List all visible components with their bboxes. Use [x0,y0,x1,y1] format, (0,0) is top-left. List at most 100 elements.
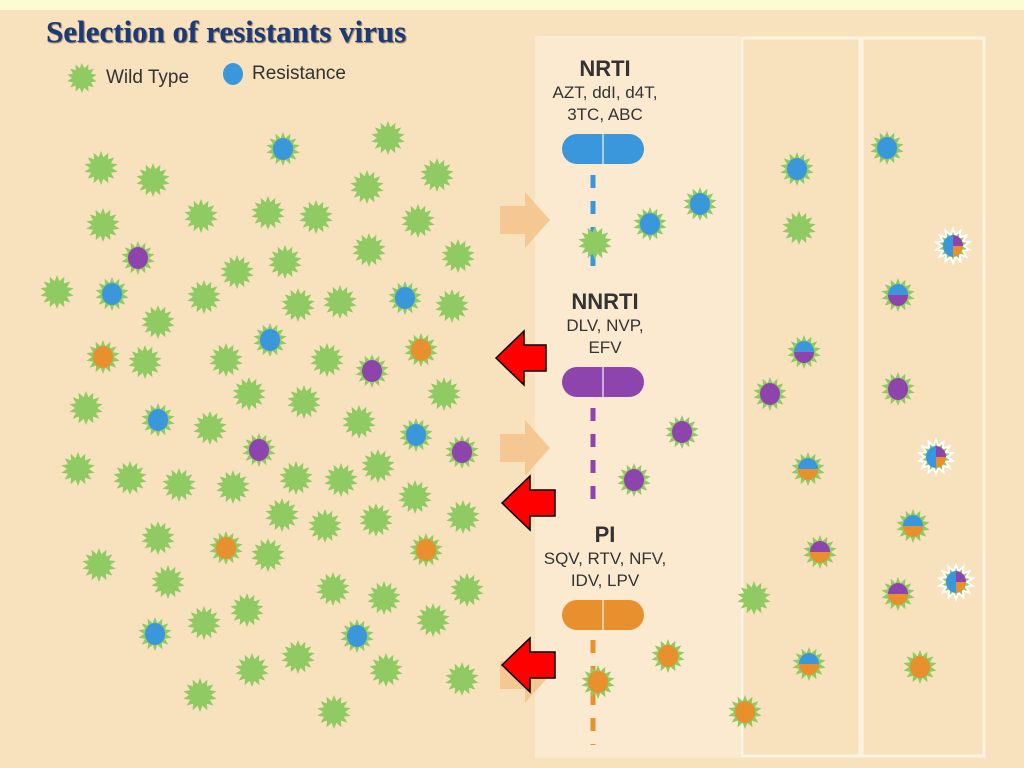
slide-title: Selection of resistants virus [46,14,407,49]
wild-type-virus-icon [187,280,221,314]
legend-wild-type-label: Wild Type [106,67,190,88]
resistant-virus-icon [881,372,915,406]
resistant-virus-icon [253,323,287,357]
wild-type-virus-icon [299,200,333,234]
wild-type-virus-icon [324,463,358,497]
resistant-virus-icon [916,437,956,477]
resistant-virus-icon [728,695,762,729]
resistant-virus-icon [896,509,930,543]
wild-type-virus-icon [361,449,395,483]
wild-type-virus-icon [287,385,321,419]
wild-type-virus-icon [151,565,185,599]
wild-type-virus-icon [316,572,350,606]
wild-type-virus-icon [281,288,315,322]
wild-type-virus-icon [279,461,313,495]
wild-type-virus-icon [350,170,384,204]
stage-panel-2 [740,36,862,758]
wild-type-virus-icon [183,678,217,712]
wild-type-virus-icon [435,289,469,323]
wild-type-virus-icon [342,405,376,439]
wild-type-virus-icon [187,606,221,640]
wild-type-virus-icon [251,538,285,572]
resistant-virus-icon [803,535,837,569]
resistant-virus-icon [792,647,826,681]
pi-pill-icon [562,600,644,630]
resistant-virus-icon [242,433,276,467]
resistant-virus-icon [933,226,973,266]
resistant-virus-icon [665,415,699,449]
resistant-virus-icon [86,340,120,374]
resistant-virus-icon [903,650,937,684]
wild-type-virus-icon [67,63,97,93]
resistant-virus-icon [95,277,129,311]
red-arrow-icon [494,329,547,387]
resistant-virus-icon [581,665,615,699]
wild-type-virus-icon [281,640,315,674]
wild-type-virus-icon [308,509,342,543]
resistant-virus-icon [121,241,155,275]
nrti-pill-icon [562,134,644,164]
red-arrow-icon [500,636,556,694]
resistant-virus-icon [138,617,172,651]
wild-type-virus-icon [268,245,302,279]
resistant-virus-icon [780,152,814,186]
wild-type-virus-icon [220,255,254,289]
resistant-virus-icon [388,281,422,315]
wild-type-virus-icon [40,275,74,309]
resistant-virus-icon [787,335,821,369]
wild-type-virus-icon [578,226,612,260]
wild-type-virus-icon [371,121,405,155]
wild-type-virus-icon [69,391,103,425]
resistant-virus-icon [399,418,433,452]
resistant-virus-icon [266,132,300,166]
wild-type-virus-icon [235,653,269,687]
resistant-virus-icon [355,354,389,388]
wild-type-virus-icon [441,239,475,273]
wild-type-virus-icon [251,196,285,230]
stage-panel-3 [860,36,986,758]
drug-list-nrti-line2: 3TC, ABC [567,105,643,124]
wild-type-virus-icon [113,461,147,495]
nnrti-pill-icon [562,367,644,397]
wild-type-virus-icon [61,452,95,486]
wild-type-virus-icon [782,211,816,245]
wild-type-virus-icon [230,593,264,627]
resistant-virus-icon [791,452,825,486]
wild-type-virus-icon [84,151,118,185]
drug-list-pi-line1: SQV, RTV, NFV, [543,549,667,568]
drug-class-pi: PI [594,522,616,547]
wild-type-virus-icon [209,343,243,377]
resistant-virus-icon [936,562,976,602]
resistant-virus-icon [404,333,438,367]
wild-type-virus-icon [359,503,393,537]
legend-resistance-label: Resistance [252,63,346,84]
resistant-virus-icon [870,131,904,165]
wild-type-virus-icon [216,470,250,504]
wild-type-virus-icon [310,343,344,377]
red-arrow-icon [500,474,556,532]
resistant-virus-icon [651,639,685,673]
wild-type-virus-icon [416,603,450,637]
resistant-virus-icon [881,577,915,611]
wild-type-virus-icon [401,204,435,238]
wild-type-virus-icon [184,199,218,233]
wild-type-virus-icon [450,573,484,607]
wild-type-virus-icon [446,500,480,534]
resistant-virus-icon [617,463,651,497]
wild-type-virus-icon [265,498,299,532]
drug-list-pi-line2: IDV, LPV [570,571,640,590]
resistant-virus-icon [409,533,443,567]
wild-type-virus-icon [128,345,162,379]
wild-type-virus-icon [317,695,351,729]
resistance-dot-icon [223,63,243,85]
wild-type-virus-icon [420,158,454,192]
wild-type-virus-icon [141,305,175,339]
selection-arrow-icon [500,420,550,476]
resistant-virus-icon [753,377,787,411]
drug-class-nnrti: NNRTI [571,289,639,314]
wild-type-virus-icon [86,208,120,242]
drug-list-nrti-line1: AZT, ddI, d4T, [552,83,658,102]
resistant-virus-icon [881,278,915,312]
